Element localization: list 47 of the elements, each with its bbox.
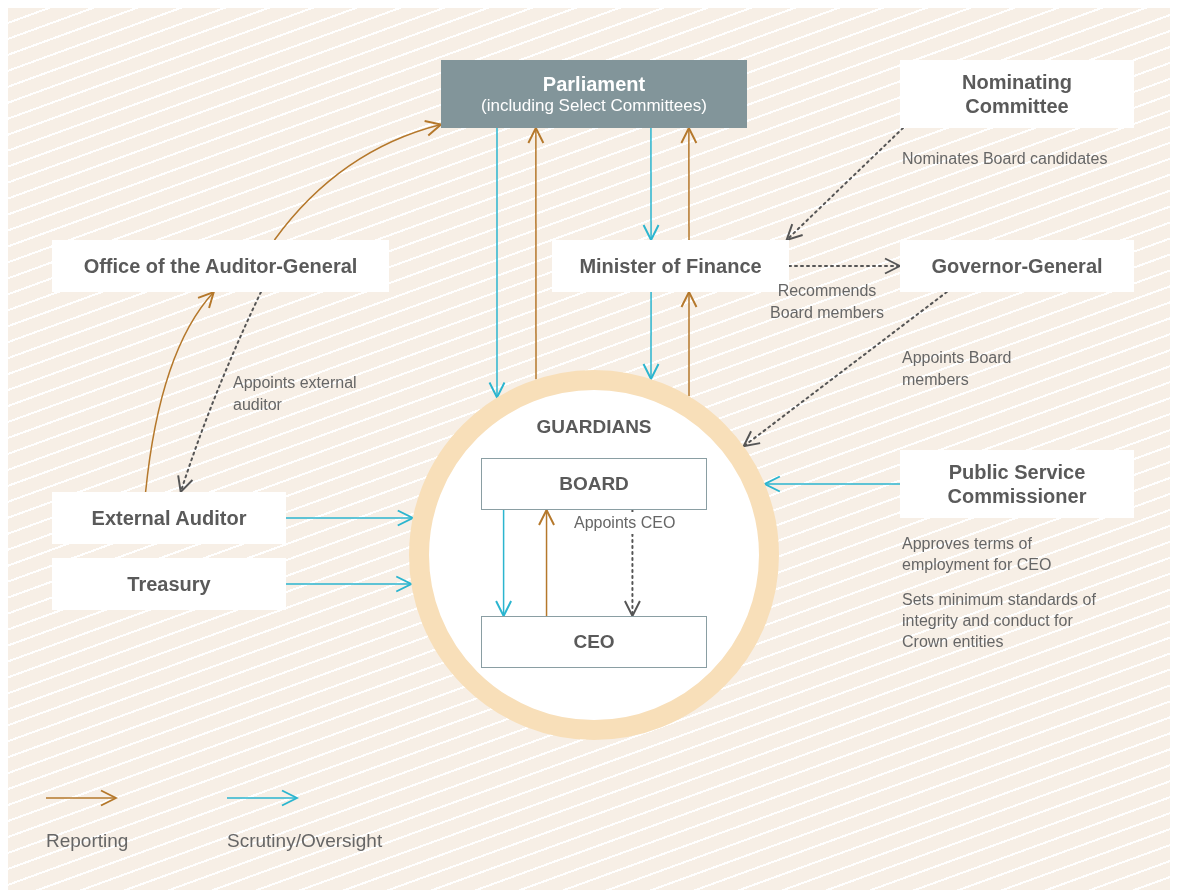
node-title: Minister of Finance bbox=[578, 254, 763, 278]
arrow bbox=[495, 509, 513, 617]
node-title: Governor-General bbox=[930, 254, 1104, 278]
legend-label: Scrutiny/Oversight bbox=[227, 830, 383, 852]
dotted-arrow bbox=[742, 291, 948, 448]
dotted-arrow bbox=[788, 257, 901, 275]
role-box bbox=[481, 616, 707, 668]
role-box bbox=[481, 458, 707, 510]
arrow bbox=[763, 475, 901, 493]
edge-label: Nominates Board candidates bbox=[902, 149, 1109, 169]
legend-label: Reporting bbox=[46, 830, 129, 852]
entity-box bbox=[52, 492, 286, 544]
dotted-arrow bbox=[623, 509, 641, 617]
arrow bbox=[285, 575, 413, 593]
node-title: Public Service Commissioner bbox=[946, 460, 1088, 508]
dotted-arrow bbox=[177, 291, 262, 493]
arrow bbox=[144, 291, 215, 493]
node-title: GUARDIANS bbox=[535, 416, 653, 439]
node-title: Parliament bbox=[541, 71, 647, 96]
arrow bbox=[680, 127, 698, 241]
arrow bbox=[680, 291, 698, 397]
node-title: CEO bbox=[572, 630, 616, 654]
note-text: Approves terms of employment for CEO bbox=[902, 534, 1053, 575]
node-title: Nominating Committee bbox=[961, 70, 1073, 118]
arrow bbox=[538, 509, 555, 617]
node-title: Treasury bbox=[126, 572, 212, 596]
node-title: Office of the Auditor-General bbox=[82, 254, 359, 278]
dotted-arrow bbox=[785, 127, 905, 241]
arrow bbox=[285, 509, 414, 527]
node-title: External Auditor bbox=[90, 506, 248, 530]
edge-label: Appoints Board members bbox=[902, 348, 1012, 390]
edge-label: Appoints external auditor bbox=[233, 373, 358, 415]
arrow bbox=[488, 127, 506, 399]
arrow bbox=[527, 127, 545, 381]
arrow bbox=[642, 291, 660, 380]
arrow bbox=[273, 120, 442, 241]
arrow bbox=[642, 127, 660, 241]
edge-label: Recommends Board members bbox=[769, 281, 885, 323]
entity-box bbox=[900, 240, 1134, 292]
entity-box bbox=[900, 60, 1134, 128]
node-title: BOARD bbox=[558, 472, 630, 496]
node-subtitle: (including Select Committees) bbox=[481, 95, 707, 117]
note-text: Sets minimum standards of integrity and conduct for Crown entities bbox=[902, 590, 1097, 652]
entity-box bbox=[52, 558, 286, 610]
parliament-box bbox=[441, 60, 747, 128]
entity-box bbox=[52, 240, 389, 292]
organisation-circle bbox=[409, 370, 779, 740]
